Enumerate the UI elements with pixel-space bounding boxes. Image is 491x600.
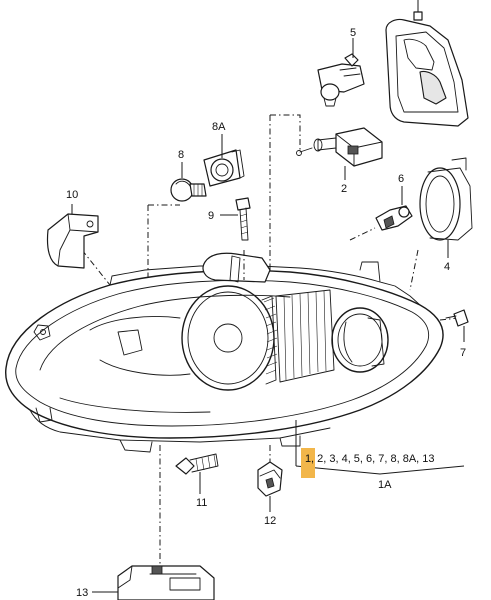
label-part-1: 1	[305, 453, 311, 465]
label-part-5: 5	[350, 27, 356, 39]
label-part-11: 11	[196, 497, 207, 509]
bulb-part-5	[317, 38, 365, 107]
bracket-part-10	[46, 204, 99, 269]
assembly-leader-1	[295, 420, 465, 475]
label-part-7: 7	[460, 347, 466, 359]
label-part-4: 4	[444, 261, 450, 273]
label-part-6: 6	[398, 173, 404, 185]
label-part-1a: 1A	[378, 479, 392, 491]
bolt-part-11	[175, 453, 219, 494]
part-1-highlight	[301, 448, 315, 478]
socket-part-6	[375, 186, 413, 231]
label-part-12: 12	[264, 515, 276, 527]
part-labels: 5 8A 8 10 9 2 6 4 7 1 , 2, 3, 4, 5, 6, 7…	[66, 27, 466, 599]
label-part-1-list: , 2, 3, 4, 5, 6, 7, 8, 8A, 13	[311, 453, 435, 465]
cover-cap-part-4	[419, 157, 473, 258]
secondary-lens	[331, 307, 389, 373]
headlight-housing	[5, 261, 444, 453]
range-motor-part-2	[296, 127, 383, 180]
label-part-9: 9	[208, 210, 214, 222]
bulb-part-8	[170, 162, 207, 202]
ballast-part-13	[92, 565, 215, 600]
label-part-8a: 8A	[212, 121, 226, 133]
label-part-10: 10	[66, 189, 78, 201]
socket-part-8a	[203, 134, 245, 187]
projector-lens	[181, 285, 278, 391]
reflector-housing	[202, 252, 335, 383]
lamp-part-7	[445, 309, 469, 342]
label-part-2: 2	[341, 183, 347, 195]
screw-part-9	[220, 197, 251, 241]
label-part-13: 13	[76, 587, 88, 599]
label-part-8: 8	[178, 149, 184, 161]
rear-cover	[385, 0, 469, 127]
clip-part-12	[257, 461, 283, 512]
